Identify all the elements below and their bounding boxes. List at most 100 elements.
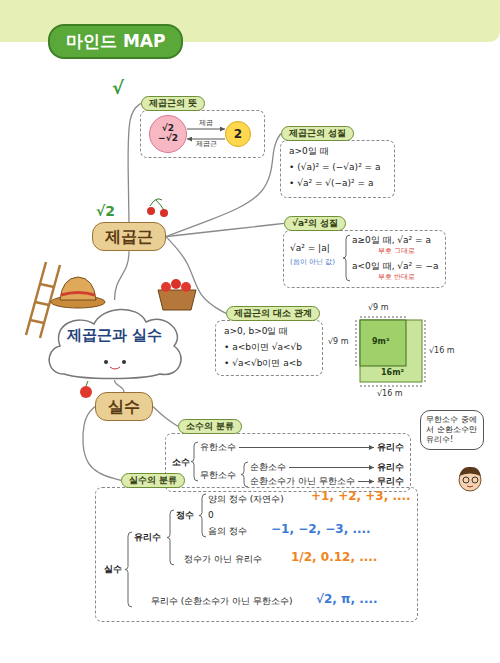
topic-box: √a²의 성질√a² = |a|(음이 아닌 값)a≥0일 때, √a² = a… <box>283 230 446 288</box>
topic-heading: 제곱근의 뜻 <box>141 96 205 111</box>
node-text: 무한소수 <box>200 470 236 481</box>
node-text: • a<b이면 √a<√b <box>224 342 302 353</box>
leader-arrow <box>239 447 374 448</box>
node-text: 0 <box>208 510 214 521</box>
arrow <box>187 129 225 130</box>
decor-shape <box>161 282 171 292</box>
decor-shape <box>122 360 126 364</box>
decor-shape <box>60 277 96 300</box>
node-text: a>0, b>0일 때 <box>224 326 288 337</box>
node-text: • √a² = √(−a)² = a <box>289 178 374 189</box>
node-text: 제곱근과 실수 <box>67 326 162 344</box>
node-text: 부호 그대로 <box>378 247 415 255</box>
decor-shape <box>110 367 120 369</box>
decor-shape <box>40 284 54 287</box>
decor-shape <box>35 302 49 305</box>
branch-node: 실수 <box>95 392 153 421</box>
decor-shape <box>463 477 469 483</box>
branch-line <box>166 237 226 314</box>
branch-line <box>153 407 178 427</box>
node-text: 실수 <box>108 397 140 416</box>
edge-label: 제곱근 <box>195 141 218 149</box>
decor-shape <box>360 320 422 382</box>
topic-heading: 제곱근의 성질 <box>281 126 354 141</box>
node-text: 실수 <box>104 564 122 575</box>
decor-shape <box>86 381 88 386</box>
node-text: 1/2, 0.12, .... <box>291 550 377 564</box>
square-circle: 2 <box>225 121 251 147</box>
brace <box>199 494 206 537</box>
hat <box>51 277 105 308</box>
decor-shape <box>181 282 191 292</box>
node-text: +1, +2, +3, .... <box>311 489 411 503</box>
topic-heading: 소수의 분류 <box>178 419 242 434</box>
center-cloud: 제곱근과 실수 <box>42 300 187 380</box>
arrow <box>187 139 225 140</box>
decor-shape <box>171 279 181 289</box>
node-text: • √a<√b이면 a<b <box>224 358 302 369</box>
edge-label: 제곱 <box>198 120 214 128</box>
area-label: 16m² <box>381 368 404 377</box>
dimension-label: √9 m <box>368 303 389 312</box>
node-text: 순환소수 <box>250 462 286 473</box>
node-text: −√2 <box>158 134 178 144</box>
decor-shape <box>80 386 92 398</box>
decor-shape <box>467 486 473 487</box>
node-text: 정수가 아닌 유리수 <box>184 554 262 565</box>
cherries <box>147 199 168 217</box>
decor-shape <box>147 207 155 215</box>
node-text: 유리수 <box>134 532 161 543</box>
decor-shape <box>158 290 196 310</box>
branch-line <box>115 251 130 300</box>
decor-shape <box>49 309 181 378</box>
leader-arrow <box>289 467 374 468</box>
topic-box: √2−√22제곱근의 뜻 <box>140 110 265 158</box>
node-text: √2, π, .... <box>316 592 378 606</box>
square-diagram <box>356 317 425 386</box>
apple <box>80 381 92 398</box>
node-text: 무리수 (순환소수가 아닌 무한소수) <box>151 596 293 607</box>
brace <box>125 532 132 607</box>
apple-basket <box>158 279 196 310</box>
decor-shape <box>26 262 46 335</box>
node-text: 유리수 <box>377 442 404 453</box>
node-text: √2 <box>162 124 174 134</box>
topic-box: 실수의 분류실수유리수정수양의 정수 (자연수)+1, +2, +3, ....… <box>95 487 418 622</box>
node-text: 양의 정수 (자연수) <box>208 494 284 505</box>
topic-heading: 제곱근의 대소 관계 <box>226 306 320 321</box>
topic-box: 소수의 분류소수유한소수무한소수순환소수순환소수가 아닌 무한소수유리수유리수무… <box>165 433 411 492</box>
node-text: • (√a)² = (−√a)² = a <box>289 162 381 173</box>
boy-face <box>459 467 481 491</box>
decor-shape <box>160 209 168 217</box>
branch-node: 제곱근 <box>92 222 166 251</box>
title-pill: 마인드 MAP <box>48 24 183 59</box>
node-text: (음이 아닌 값) <box>290 258 335 266</box>
topic-heading: √a²의 성질 <box>284 216 346 231</box>
node-text: a<0일 때, √a² = −a <box>352 261 439 272</box>
topic-heading: 실수의 분류 <box>121 473 185 488</box>
node-text: 소수 <box>172 457 190 468</box>
root-circle: √2−√2 <box>149 115 187 153</box>
decor-shape <box>472 477 478 483</box>
node-text: 부호 반대로 <box>378 273 415 281</box>
decor-shape <box>104 360 108 364</box>
leader-arrow <box>358 481 374 482</box>
decor-shape <box>61 293 95 296</box>
area-label: 9m² <box>372 337 389 346</box>
brace <box>191 442 198 481</box>
speech-bubble: 무한소수 중에서 순환소수만 유리수! <box>420 410 484 450</box>
node-text: 정수 <box>176 510 194 521</box>
topic-box: 제곱근의 성질a>0일 때• (√a)² = (−√a)² = a• √a² =… <box>280 140 395 198</box>
decor-shape <box>30 320 44 323</box>
node-text: 무리수 <box>377 476 404 487</box>
symbol-label: √ <box>112 78 124 99</box>
branch-line <box>115 380 125 392</box>
node-text: a>0일 때 <box>289 146 329 157</box>
symbol-label: √2 <box>96 203 115 219</box>
decor-shape <box>459 467 481 476</box>
node-text: 2 <box>234 127 242 141</box>
dimension-label: √9 m <box>328 337 349 346</box>
node-text: 유한소수 <box>200 442 236 453</box>
node-text: 순환소수가 아닌 무한소수 <box>250 476 355 487</box>
